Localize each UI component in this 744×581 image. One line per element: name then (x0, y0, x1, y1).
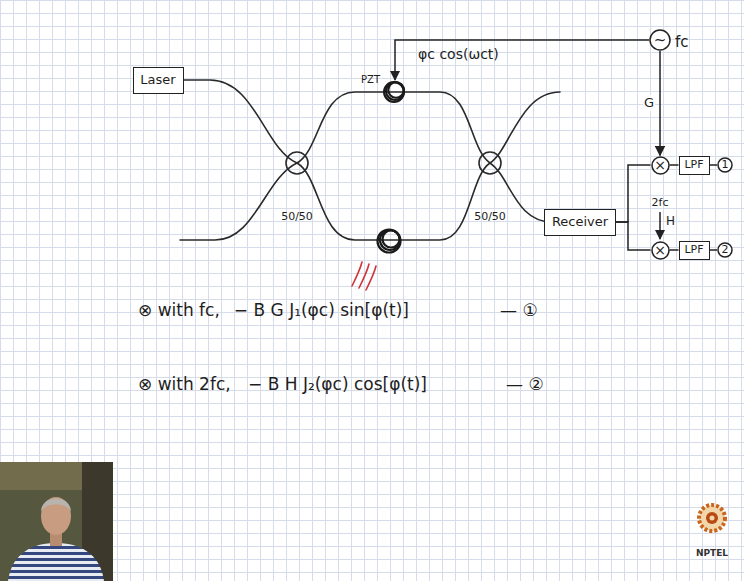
connector (710, 249, 718, 251)
output-number: 1 (717, 157, 733, 173)
equation: − B H J₂(φc) cos[φ(t)] (248, 374, 427, 394)
circle-border (718, 243, 732, 257)
node-text: 1 (722, 158, 729, 171)
output-fiber (490, 92, 560, 163)
oscillator: ~fc (649, 29, 671, 51)
acoustic-wave (352, 262, 376, 290)
node-side-label: fc (675, 33, 689, 51)
connector (616, 222, 651, 250)
frequency-label: 2fc (652, 196, 669, 209)
harmonic-gain-arrow (659, 212, 661, 239)
sensing-coil (378, 230, 401, 253)
coupler-ratio: 50/50 (474, 210, 506, 223)
node-text: 2 (722, 243, 729, 256)
output-number: 2 (717, 242, 733, 258)
laser-box: Laser (133, 67, 184, 94)
coupler (479, 152, 501, 174)
node-text: × (654, 242, 666, 259)
gain-label: H (666, 214, 675, 228)
lower-arm-fiber (297, 163, 490, 240)
node-text: PZT (361, 74, 380, 86)
modulation-label: φc cos(ωct) (418, 46, 499, 63)
connector (616, 165, 651, 222)
receiver-box: Receiver (544, 209, 616, 236)
equation-term: ⊗ with fc, (138, 300, 220, 320)
multiplier: × (651, 241, 670, 260)
equation-number: — ① (500, 300, 538, 320)
node-text: × (654, 157, 666, 174)
equation-term: ⊗ with 2fc, (138, 374, 231, 394)
coupler-ratio: 50/50 (281, 210, 313, 223)
lpf-box: LPF (679, 156, 710, 175)
node-text: LPF (684, 158, 703, 171)
edge-label: G (643, 95, 655, 111)
equation: − B G J₁(φc) sin[φ(t)] (234, 300, 409, 320)
equation-number: — ② (506, 374, 544, 394)
webcam-inset (0, 462, 113, 581)
node-text: LPF (684, 243, 703, 256)
node-text: ~ (654, 31, 667, 49)
logo-text: NPTEL (696, 548, 728, 559)
connector (670, 249, 679, 251)
circle-border (652, 242, 669, 259)
coil-outline (384, 80, 406, 102)
nptel-logo (699, 505, 725, 531)
circle-border (718, 158, 732, 172)
pzt-coil: PZT (384, 80, 406, 102)
lpf-box: LPF (679, 241, 710, 260)
input-fiber (180, 163, 297, 240)
coil-turn (384, 82, 404, 102)
connector (659, 51, 661, 156)
node-text: Receiver (552, 214, 608, 230)
node-text: Laser (140, 72, 175, 88)
connector (670, 164, 679, 166)
connector (395, 40, 649, 80)
multiplier: × (651, 156, 670, 175)
input-fiber (170, 80, 297, 163)
coupler (286, 152, 308, 174)
circle-border (652, 157, 669, 174)
connector (710, 164, 718, 166)
circle-border (650, 30, 670, 50)
